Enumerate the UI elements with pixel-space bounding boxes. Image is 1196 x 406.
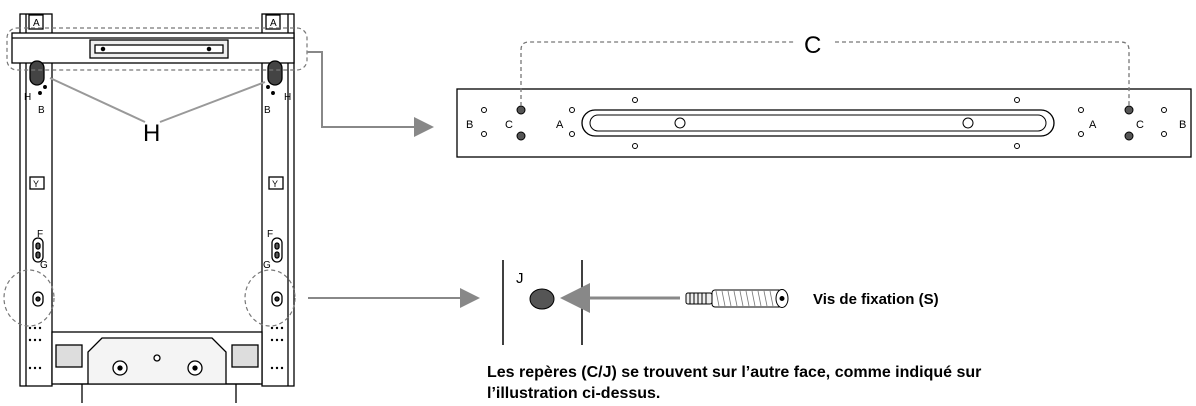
highlight-right-j xyxy=(244,269,296,327)
bracket-label-a-right: A xyxy=(1089,119,1097,131)
caption-line-1: Les repères (C/J) se trouvent sur l’autr… xyxy=(487,364,982,381)
detail-arrows xyxy=(307,51,480,308)
bracket-label-c-right: C xyxy=(1136,119,1144,131)
bracket-detail: C B C A A C B xyxy=(456,32,1192,158)
frame-label-y-right: Y xyxy=(272,179,278,189)
frame-label-h-right: H xyxy=(284,92,291,103)
bracket-label-b-left: B xyxy=(466,119,473,131)
frame-label-a-left: A xyxy=(33,18,40,29)
detail-label-j: J xyxy=(516,270,524,287)
frame-label-b-right: B xyxy=(264,105,271,116)
c-mark-left-bottom xyxy=(516,131,526,141)
keyhole-slot-left xyxy=(29,60,45,86)
h-callout-lines xyxy=(49,77,266,123)
stand-frame xyxy=(11,13,295,403)
highlight-left-j xyxy=(3,269,55,327)
c-callout-bracket xyxy=(520,41,1130,106)
frame-label-f-left: F xyxy=(37,229,43,240)
screw-label: Vis de fixation (S) xyxy=(813,291,939,308)
arrow-to-bracket xyxy=(307,51,434,137)
c-mark-right-bottom xyxy=(1124,131,1134,141)
c-mark-right-top xyxy=(1124,105,1134,115)
caption: Les repères (C/J) se trouvent sur l’autr… xyxy=(487,362,1187,404)
c-mark-left-top xyxy=(516,105,526,115)
bracket-label-b-right: B xyxy=(1179,119,1186,131)
screw-detail: J Vis de fixation (S) xyxy=(502,260,939,345)
frame-label-y-left: Y xyxy=(33,179,39,189)
bracket-label-c-left: C xyxy=(505,119,513,131)
caption-line-2: l’illustration ci-dessus. xyxy=(487,385,661,402)
h-callout-label: H xyxy=(143,120,160,147)
highlight-regions xyxy=(3,27,308,327)
bracket-label-c-callout: C xyxy=(804,32,821,59)
frame-label-a-right: A xyxy=(270,18,277,29)
fixing-screw xyxy=(685,289,789,308)
frame-label-g-left: G xyxy=(40,260,48,271)
frame-label-f-right: F xyxy=(267,229,273,240)
j-mark xyxy=(529,288,555,310)
keyhole-slot-right xyxy=(267,60,283,86)
highlight-top-crossbar xyxy=(6,27,308,71)
frame-label-h-left: H xyxy=(24,92,31,103)
frame-label-g-right: G xyxy=(263,260,271,271)
frame-label-b-left: B xyxy=(38,105,45,116)
bracket-label-a-left: A xyxy=(556,119,564,131)
